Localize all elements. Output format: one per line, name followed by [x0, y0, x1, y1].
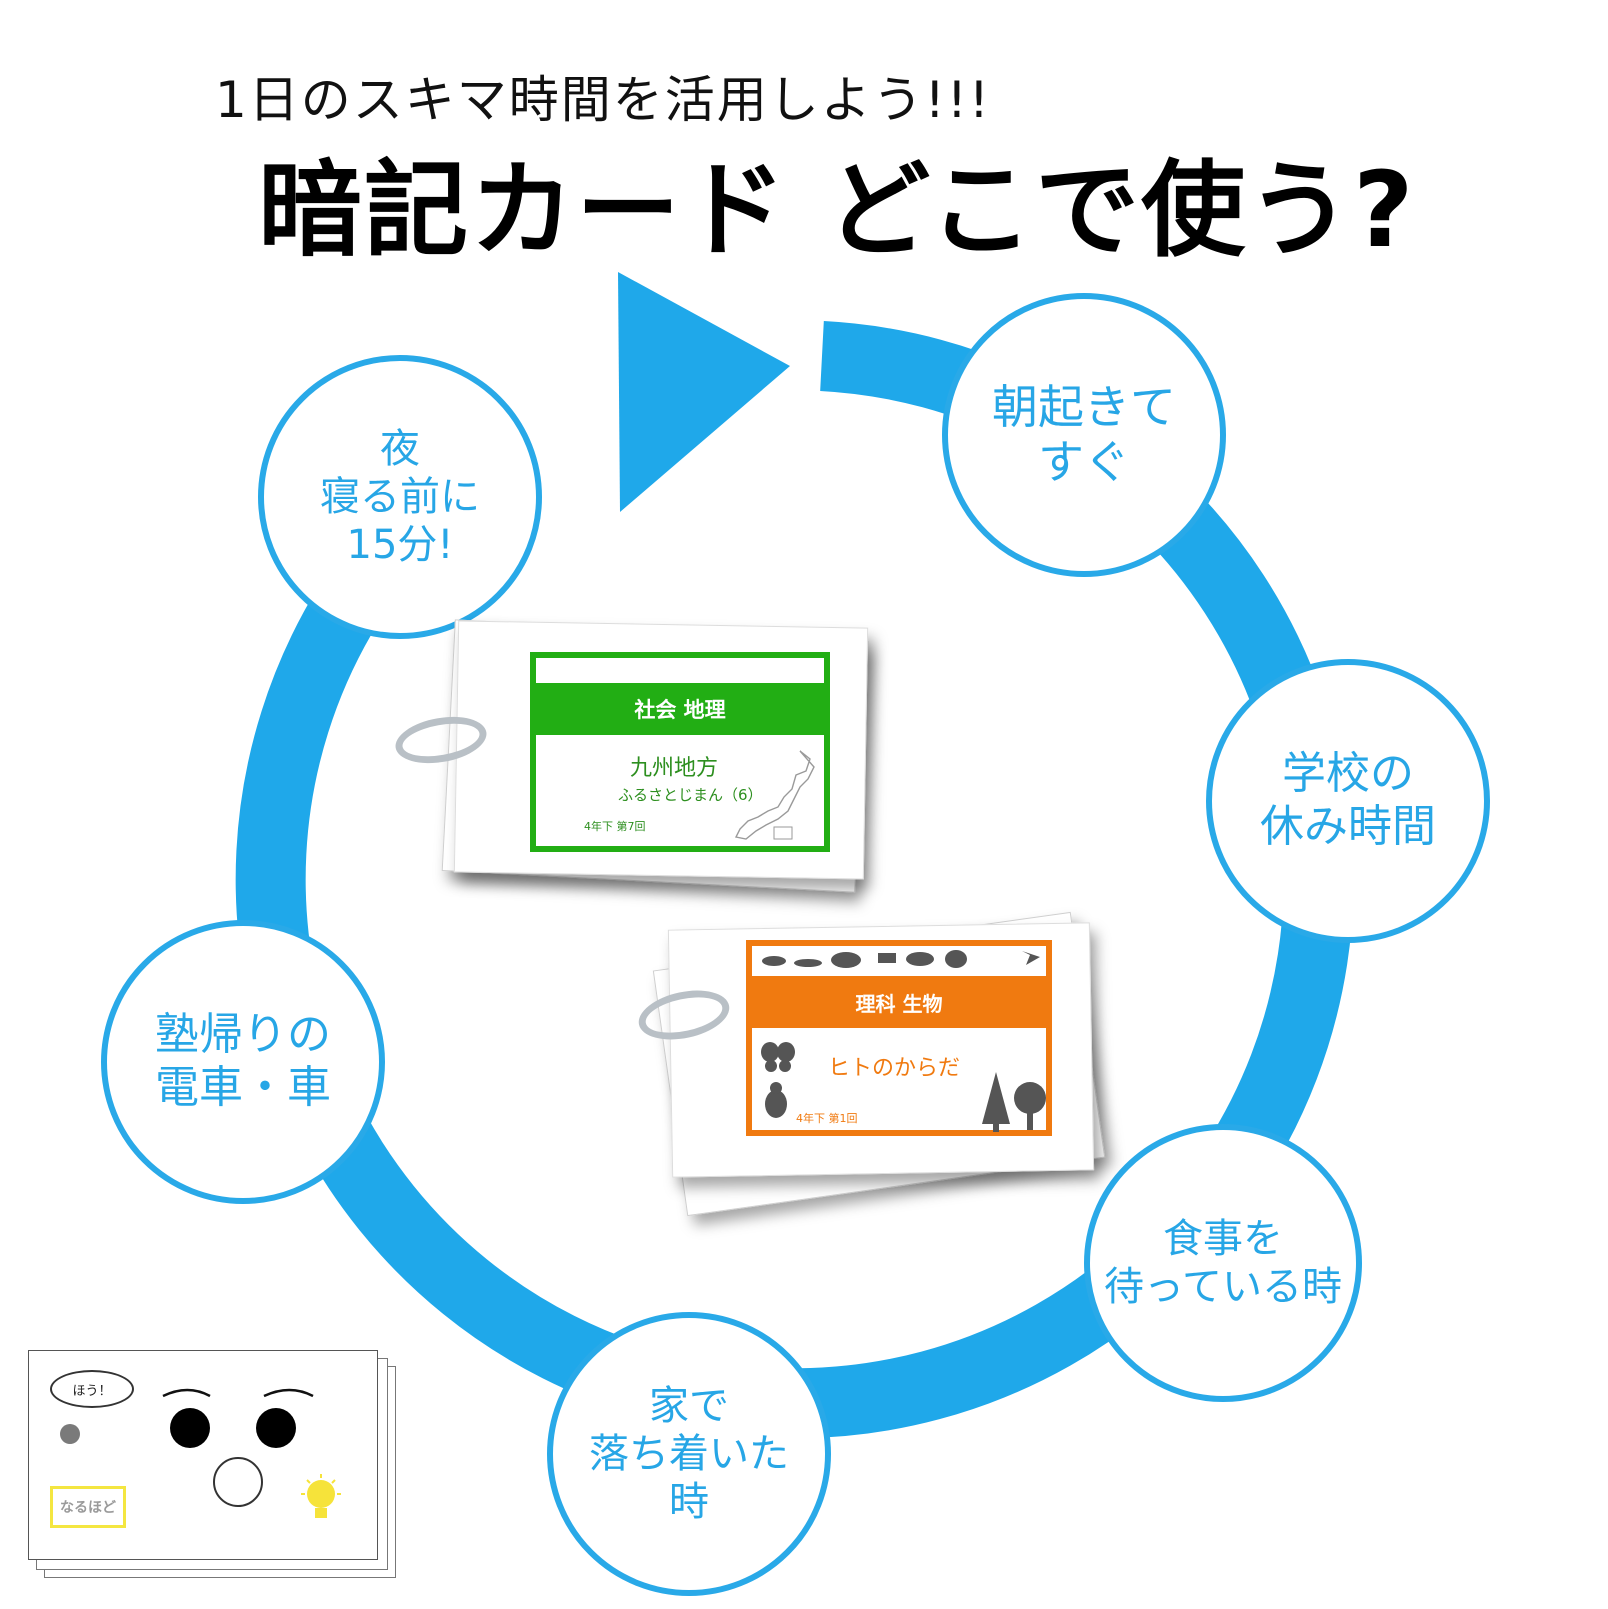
mascot-face [60, 1388, 314, 1507]
cycle-arrowhead [618, 272, 790, 512]
bubble-morning: 朝起きて すぐ [942, 293, 1226, 577]
bubble-line: 家で [649, 1383, 729, 1429]
map-japan-icon [734, 750, 815, 840]
bubble-line: 15分! [346, 522, 454, 568]
science-card-unit: 4年下 第1回 [796, 1112, 858, 1125]
bubble-line: 休み時間 [1260, 801, 1436, 852]
butterfly-icon [761, 1042, 795, 1072]
bubble-line: 塾帰りの [155, 1009, 331, 1061]
page-subtitle: 1日のスキマ時間を活用しよう!!! [215, 71, 991, 129]
bubble-line: 落ち着いた [589, 1431, 789, 1477]
bubble-commute: 塾帰りの 電車・車 [101, 920, 385, 1204]
science-card-title: ヒトのからだ [828, 1056, 961, 1081]
tree-icon [982, 1072, 1046, 1132]
bubble-line: 食事を [1163, 1216, 1283, 1262]
page-title: 暗記カード どこで使う? [258, 149, 1416, 271]
bubble-school-break: 学校の 休み時間 [1206, 659, 1490, 943]
bubble-line: 寝る前に [320, 474, 480, 520]
bubble-night: 夜 寝る前に 15分! [258, 355, 542, 639]
cycle-ring [235, 321, 1354, 1439]
naruhodo-badge: なるほど [50, 1486, 126, 1528]
social-card-category: 社会 地理 [530, 683, 830, 735]
science-card-category: 理科 生物 [746, 976, 1052, 1028]
social-card-subtitle: ふるさとじまん（6） [618, 786, 763, 804]
bubble-line: 電車・車 [155, 1062, 331, 1113]
bubble-home-calm: 家で 落ち着いた 時 [547, 1312, 831, 1596]
bubble-line: 時 [669, 1479, 709, 1525]
animal-silhouette-icon [762, 950, 1040, 968]
lightbulb-icon [301, 1474, 341, 1518]
bubble-waiting-meal: 食事を 待っている時 [1084, 1124, 1362, 1402]
social-card-unit: 4年下 第7回 [584, 820, 646, 833]
bubble-line: 待っている時 [1104, 1264, 1342, 1310]
bubble-line: 夜 [380, 426, 420, 472]
speech-bubble: ほう！ [50, 1370, 134, 1408]
bubble-line: 朝起きて [992, 379, 1176, 434]
social-card-title: 九州地方 [630, 756, 719, 781]
bubble-line: すぐ [1038, 435, 1130, 489]
beetle-icon [765, 1082, 787, 1118]
bubble-line: 学校の [1282, 748, 1414, 800]
